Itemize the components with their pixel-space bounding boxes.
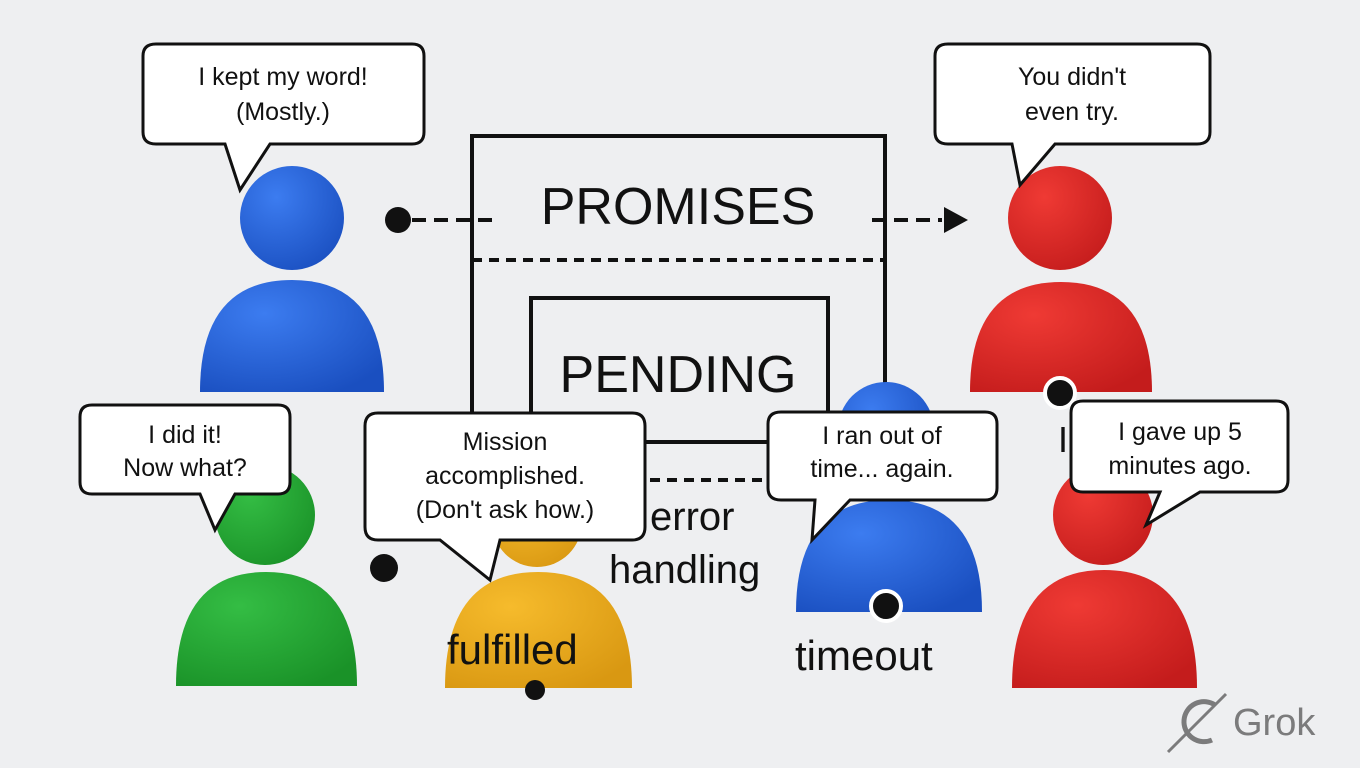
state-pending: PENDING <box>560 346 797 404</box>
svg-text:I kept my word!: I kept my word! <box>198 63 368 91</box>
svg-text:I ran out of: I ran out of <box>822 422 942 450</box>
dot <box>385 207 411 233</box>
state-dots <box>370 376 1077 700</box>
svg-text:(Don't ask how.): (Don't ask how.) <box>416 496 594 524</box>
grok-watermark: Grok <box>1166 692 1316 754</box>
svg-text:I did it!: I did it! <box>148 421 222 449</box>
label-timeout: timeout <box>795 632 933 679</box>
svg-text:(Mostly.): (Mostly.) <box>236 98 330 126</box>
figure-blue-top <box>200 166 384 392</box>
speech-bubble-mission: Mission accomplished. (Don't ask how.) <box>363 411 647 583</box>
speech-bubble-ran-out: I ran out of time... again. <box>766 410 999 545</box>
svg-text:time... again.: time... again. <box>810 455 953 483</box>
arrow-right <box>872 207 968 233</box>
svg-text:accomplished.: accomplished. <box>425 462 585 490</box>
svg-text:even try.: even try. <box>1025 98 1119 126</box>
promise-box <box>470 134 887 482</box>
svg-text:Mission: Mission <box>463 428 548 456</box>
label-error: error <box>650 495 734 539</box>
label-handling: handling <box>609 548 760 592</box>
svg-text:Now what?: Now what? <box>123 454 247 482</box>
title-promises: PROMISES <box>541 178 816 236</box>
pending-box <box>529 296 830 444</box>
figure-red-top <box>970 166 1152 392</box>
arrowhead-icon <box>944 207 968 233</box>
svg-text:You didn't: You didn't <box>1018 63 1126 91</box>
svg-text:I gave up 5: I gave up 5 <box>1118 418 1242 446</box>
svg-text:Grok: Grok <box>1233 702 1316 744</box>
svg-text:minutes ago.: minutes ago. <box>1108 452 1251 480</box>
grok-logo-icon <box>1166 692 1228 754</box>
speech-bubble-didnt-try: You didn't even try. <box>933 42 1212 189</box>
speech-bubble-kept-word: I kept my word! (Mostly.) <box>141 42 426 194</box>
speech-bubble-did-it: I did it! Now what? <box>78 403 292 534</box>
label-fulfilled: fulfilled <box>447 626 578 673</box>
speech-bubble-gave-up: I gave up 5 minutes ago. <box>1069 399 1290 529</box>
stray-label: I <box>1058 419 1068 460</box>
